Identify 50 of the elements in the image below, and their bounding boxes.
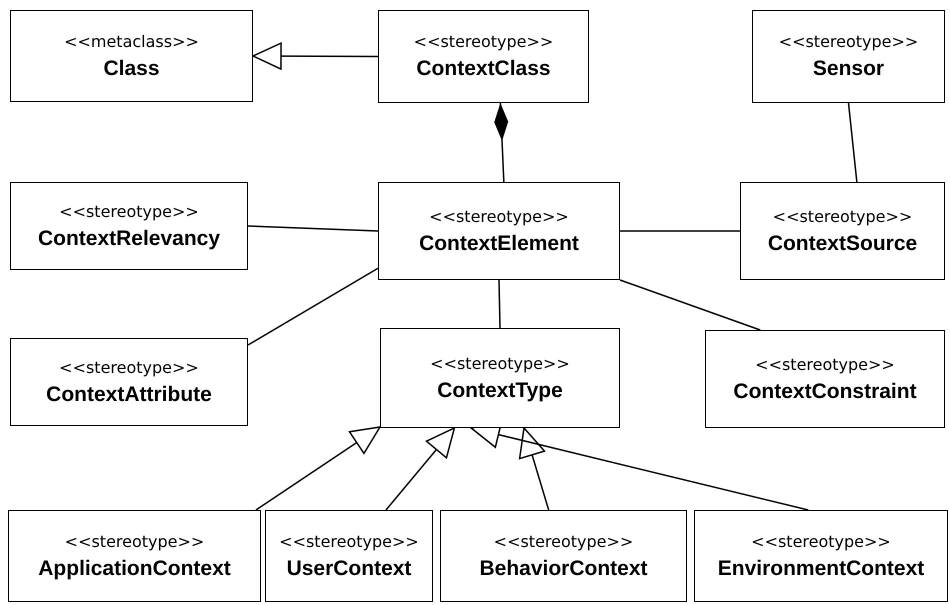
class-name: BehaviorContext	[479, 556, 648, 580]
class-box	[10, 182, 248, 270]
class-box	[378, 182, 620, 280]
class-box	[265, 510, 433, 602]
class-name: UserContext	[286, 556, 412, 580]
stereotype-label: <<stereotype>>	[751, 532, 891, 550]
stereotype-label: <<stereotype>>	[64, 532, 204, 550]
association-line	[248, 225, 378, 232]
class-name: ContextElement	[419, 232, 579, 256]
composition-line	[494, 102, 508, 182]
class-name: ContextConstraint	[733, 380, 917, 404]
stereotype-label: <<stereotype>>	[772, 206, 912, 226]
association-line	[620, 230, 740, 232]
class-box	[440, 510, 687, 602]
class-name: ContextAttribute	[46, 382, 212, 406]
class-name: Class	[103, 56, 160, 80]
association-line	[248, 268, 378, 346]
class-box	[10, 338, 248, 426]
stereotype-label: <<stereotype>>	[429, 206, 569, 226]
stereotype-label: <<stereotype>>	[778, 32, 918, 51]
class-box	[8, 510, 261, 602]
stereotype-label: <<stereotype>>	[414, 32, 554, 51]
generalization-arrow	[252, 42, 378, 70]
class-box	[10, 10, 253, 102]
stereotype-label: <<stereotype>>	[755, 354, 895, 374]
class-box	[694, 510, 948, 602]
stereotype-label: <<stereotype>>	[494, 532, 634, 550]
class-box	[752, 10, 945, 103]
generalization-arrow	[256, 426, 381, 511]
association-line	[498, 280, 501, 328]
class-name: ContextType	[437, 378, 563, 402]
stereotype-label: <<stereotype>>	[430, 354, 570, 372]
stereotype-label: <<stereotype>>	[59, 358, 199, 376]
class-box	[380, 328, 620, 428]
class-name: Sensor	[812, 57, 884, 81]
class-name: ContextRelevancy	[38, 226, 220, 250]
class-name: EnvironmentContext	[718, 556, 924, 580]
class-name: ContextSource	[768, 232, 918, 256]
stereotype-label: <<stereotype>>	[279, 532, 419, 550]
class-box	[740, 182, 945, 280]
stereotype-label: <<stereotype>>	[59, 202, 199, 220]
class-box	[705, 330, 945, 428]
class-name: ApplicationContext	[38, 556, 231, 580]
generalization-arrow	[385, 427, 456, 510]
class-name: ContextClass	[416, 57, 551, 81]
association-line	[848, 102, 858, 182]
stereotype-label: <<metaclass>>	[64, 32, 199, 50]
class-box	[378, 10, 589, 103]
generalization-arrow	[518, 427, 550, 510]
association-line	[620, 279, 760, 331]
